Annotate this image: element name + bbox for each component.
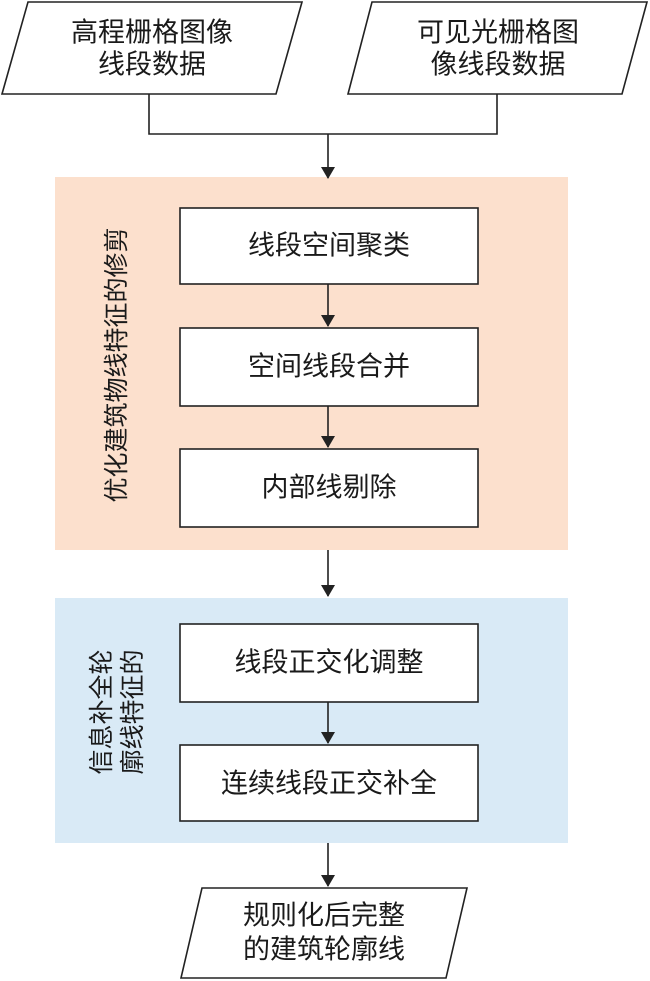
output-line1: 规则化后完整	[243, 901, 405, 932]
input-elevation-line2: 线段数据	[98, 50, 206, 81]
step-merge-box	[179, 327, 479, 407]
group-title-completion-col2: 廓线特征的	[118, 649, 147, 774]
step-remove-box	[179, 448, 479, 528]
step-orthogonalize-box	[179, 623, 479, 703]
step-merge-label: 空间线段合并	[248, 352, 410, 383]
input-visible-line1: 可见光栅格图	[417, 18, 579, 49]
input-elevation-line1: 高程栅格图像	[71, 18, 233, 49]
input-visible-shape	[346, 1, 649, 95]
step-clustering-box	[179, 207, 479, 285]
step-complete-box	[179, 744, 479, 822]
output-shape	[179, 887, 469, 979]
step-remove-label: 内部线剔除	[262, 473, 397, 504]
group-title-completion-col1: 信息补全轮	[87, 649, 116, 774]
group-title-trimming: 优化建筑物线特征的修剪	[102, 227, 131, 502]
input-visible-line2: 像线段数据	[431, 50, 566, 81]
input-elevation-shape	[0, 1, 304, 95]
step-complete-label: 连续线段正交补全	[221, 769, 437, 800]
step-clustering-label: 线段空间聚类	[248, 231, 410, 262]
step-orthogonalize-label: 线段正交化调整	[235, 648, 424, 679]
merge-connector	[148, 94, 498, 178]
output-line2: 的建筑轮廓线	[243, 935, 405, 966]
